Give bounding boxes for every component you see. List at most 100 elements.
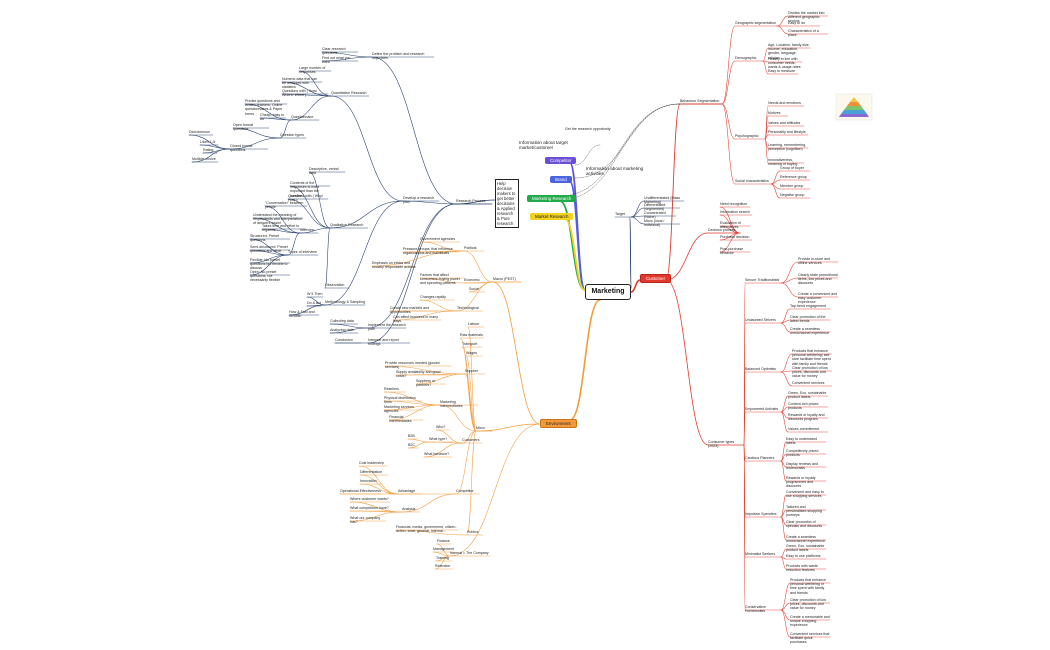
node-closed-format[interactable]: Closed format questions (230, 144, 253, 153)
target-item[interactable]: Concentrated (Niche) (644, 211, 666, 220)
political-item[interactable]: Government agencies (420, 237, 456, 241)
quant-item[interactable]: Numeric data that can be analyzed with s… (282, 77, 318, 90)
impulsive-spenders-item[interactable]: Clear promotion of specials and discount… (786, 520, 823, 529)
tech-item[interactable]: Changes rapidly (420, 295, 446, 299)
balanced-optimists-item[interactable]: Products that enhance personal wellbeing… (792, 349, 831, 366)
balanced-optimists-item[interactable]: Clear promotion of low prices, discounts… (792, 366, 828, 379)
node-publics[interactable]: Publics (467, 530, 479, 534)
secure-traditionalists-item[interactable]: Create a convenient and easy customer ex… (798, 292, 838, 305)
analyze-data[interactable]: Analyzing data (330, 328, 354, 332)
node-macro[interactable]: Macro (PEST) (493, 277, 516, 281)
internal-item[interactable]: Finance (437, 539, 450, 543)
tech-item[interactable]: Can affect business in many ways (393, 315, 439, 324)
node-questionnaire[interactable]: Questionnaire (291, 115, 314, 119)
geo-item[interactable]: Easy to do (788, 21, 805, 25)
node-advantage[interactable]: Advantage (398, 489, 416, 493)
customer-behavior[interactable]: What behavior? (424, 452, 450, 456)
decision-item[interactable]: Need recognition (720, 202, 748, 206)
interview-type[interactable]: Flexible: No preset questions but flexib… (250, 258, 288, 271)
interview-type[interactable]: Semi-structured: Preset questions and ot… (250, 245, 288, 254)
node-develop[interactable]: Develop a research plan (403, 196, 435, 205)
balanced-optimists-item[interactable]: Convenient services (792, 381, 825, 385)
node-environment[interactable]: Environment (540, 419, 577, 428)
method-item[interactable]: How & Fast and Smooth (289, 310, 315, 319)
node-interview[interactable]: Interview (300, 228, 315, 232)
advantage-item[interactable]: Innovation (360, 479, 377, 483)
minimalist-seekers[interactable]: Minimalist Seekers (745, 552, 776, 556)
cautious-planners-item[interactable]: Competitively priced products (786, 449, 819, 458)
target-item[interactable]: Differentiated (segmented) (644, 203, 666, 212)
empowered-activists-item[interactable]: Values commitment (788, 427, 820, 431)
intermed-item[interactable]: Marketing services agencies (384, 405, 414, 414)
node-technological[interactable]: Technological (457, 306, 479, 310)
impulsive-spenders-item[interactable]: Create a seamless omnichannel experience (786, 535, 825, 544)
define-item[interactable]: Find out what you want (322, 56, 351, 65)
tech-item[interactable]: Create new markets and opportunities (390, 306, 430, 315)
intermed-item[interactable]: Resellers (384, 387, 399, 391)
psycho-item[interactable]: Needs and emotions (768, 101, 801, 105)
economic-item[interactable]: Factors that affect consumers buying pow… (420, 273, 460, 286)
node-competitor[interactable]: Competitor (456, 489, 474, 493)
impulsive-spenders-item[interactable]: Tailored and personalised shopping journ… (786, 505, 822, 518)
undaunted-strivers[interactable]: Undaunted Strivers (745, 318, 776, 322)
node-target[interactable]: Target (615, 212, 625, 216)
node-quantitative[interactable]: Quantitative Research (331, 91, 367, 95)
node-customers[interactable]: Customers (462, 438, 480, 442)
target-item[interactable]: Undifferentiated (Mass Marketing) (644, 196, 681, 205)
analysis-item[interactable]: What our company has? (350, 516, 381, 525)
micro-raw[interactable]: Raw materials (460, 333, 483, 337)
advantage-item[interactable]: Operational Effectiveness (340, 489, 381, 493)
supplier-item[interactable]: Supply availability and good costs? (396, 370, 441, 379)
node-economic[interactable]: Economic (464, 278, 480, 282)
minimalist-seekers-item[interactable]: Products with waste reduction features (786, 564, 818, 573)
interview-item[interactable]: Takes time and effort to organise (262, 224, 300, 233)
node-decision[interactable]: Decision process (708, 228, 736, 232)
qual-item[interactable]: Questions with ( Why/ How ) (288, 194, 323, 203)
node-psychographic[interactable]: Psychographic (735, 134, 759, 138)
node-customer[interactable]: Customer (640, 274, 672, 283)
node-internal[interactable]: Internal = The Company (450, 551, 489, 555)
publics-item[interactable]: Financial, media, government, citizen-ac… (396, 525, 457, 534)
intermed-item[interactable]: Physical distribution firms (384, 396, 416, 405)
internal-item[interactable]: Training (436, 556, 449, 560)
node-intermediaries[interactable]: Marketing intermediaries (440, 400, 463, 409)
supplier-item[interactable]: Suppliers or partners? (416, 379, 436, 388)
psycho-item[interactable]: Motives (768, 111, 781, 115)
social-item[interactable]: Reference group (780, 175, 807, 179)
supplier-item[interactable]: Provide resources needed (goods/ service… (385, 361, 440, 370)
minimalist-seekers-item[interactable]: Easy to use platforms (786, 554, 821, 558)
node-brand[interactable]: Brand (550, 176, 572, 183)
node-implement[interactable]: Implement the research plan (368, 323, 406, 332)
advantage-item[interactable]: Cost leadership (359, 461, 384, 465)
social-item[interactable]: Member group (780, 184, 804, 188)
quant-item[interactable]: Large number of responses (299, 66, 326, 75)
closed-item[interactable]: Rating (203, 148, 214, 152)
conservative-homebodies-item[interactable]: Products that enhance personal wellbeing… (790, 578, 826, 595)
secure-traditionalists[interactable]: Secure Traditionalists (745, 278, 780, 282)
decision-item[interactable]: Purchase decision (720, 235, 750, 239)
intermed-item[interactable]: Financial intermediaries (389, 415, 412, 424)
node-observation[interactable]: Observation (325, 283, 345, 287)
node-social[interactable]: Social characteristics (735, 179, 769, 183)
micro-labour[interactable]: Labour (468, 322, 480, 326)
empowered-activists-item[interactable]: Content-rich priced products (788, 402, 819, 411)
node-research-process[interactable]: Research Process (456, 199, 486, 203)
node-political[interactable]: Political (464, 246, 477, 250)
cautious-planners-item[interactable]: Rewards or loyalty programmes and discou… (786, 476, 816, 489)
node-question-types[interactable]: Question types (280, 133, 304, 137)
advantage-item[interactable]: Differentiation (360, 470, 383, 474)
psycho-item[interactable]: Values and attitudes (768, 121, 801, 125)
interview-item[interactable]: "Conversation" between people (265, 201, 304, 210)
geo-item[interactable]: Divides the market into different geogra… (788, 11, 825, 24)
empowered-activists-item[interactable]: Green, Eco, sustainable product labels (788, 391, 827, 400)
qual-item[interactable]: Descriptive, verbal data (309, 167, 339, 176)
micro-transport[interactable]: Transport (462, 342, 478, 346)
customer-who[interactable]: Who? (436, 425, 446, 429)
node-segmentation[interactable]: Behaviour Segmentation (680, 99, 720, 103)
conservative-homebodies-item[interactable]: Convenient services that facilitate quic… (790, 632, 830, 645)
closed-item[interactable]: Dichotomous (189, 130, 210, 134)
conservative-homebodies-item[interactable]: Create a memorable and unique shopping e… (790, 615, 830, 628)
open-format[interactable]: Open format questions (233, 123, 253, 132)
analysis-item[interactable]: What competitors have? (350, 506, 389, 510)
conclusion[interactable]: Conclusion (335, 338, 353, 342)
